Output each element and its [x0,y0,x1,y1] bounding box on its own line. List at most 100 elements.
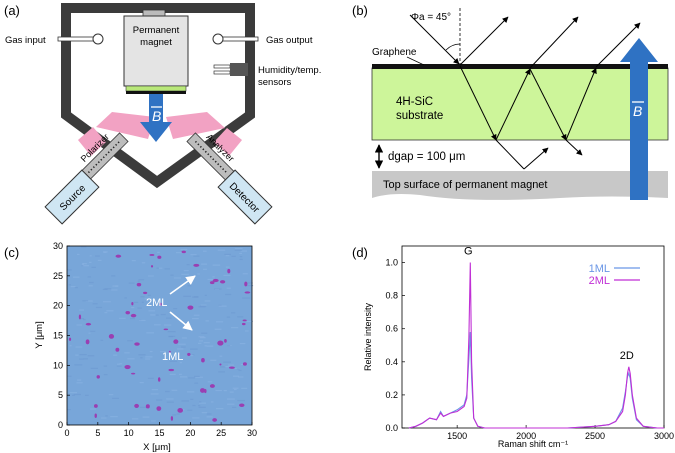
map-texture-mark [197,273,201,275]
sensor-label-2: sensors [258,77,292,88]
map-texture-mark [67,375,72,377]
map-texture-mark [102,288,108,291]
graphene-label: Graphene [372,47,417,58]
x-axis-label-d: Raman shift cm⁻¹ [498,439,568,449]
map-texture-mark [104,312,108,314]
map-texture-mark [67,269,72,271]
map-texture-mark [146,332,155,334]
y-axis-label-c: Y [μm] [34,321,45,348]
map-texture-mark [119,363,123,365]
map-texture-mark [225,293,232,296]
map-texture-mark [231,312,236,314]
map-texture-mark [198,306,206,308]
map-texture-mark [79,358,84,360]
map-texture-mark [214,328,222,330]
map-texture-mark [82,263,87,265]
map-texture-mark [87,355,95,357]
bilayer-spot [204,389,207,394]
x-axis-label-c: X [μm] [143,442,171,453]
map-texture-mark [169,360,178,362]
y-tick-label-c: 10 [53,360,63,370]
map-texture-mark [128,282,135,284]
y-tick-label-d: 0.4 [385,357,398,367]
map-texture-mark [171,389,178,391]
bilayer-spot [136,282,142,287]
map-texture-mark [68,284,71,286]
map-texture-mark [173,308,178,310]
map-texture-mark [133,301,139,304]
map-texture-mark [95,255,100,257]
source-box [44,169,100,225]
map-texture-mark [190,398,194,400]
map-texture-mark [160,313,166,316]
map-texture-mark [224,253,231,256]
map-texture-mark [218,371,225,373]
map-texture-mark [181,346,186,348]
map-texture-mark [72,394,75,396]
map-texture-mark [201,412,208,414]
map-texture-mark [188,354,194,357]
map-texture-mark [76,382,83,384]
map-texture-mark [69,345,72,347]
b-field-arrow-b [620,38,658,200]
map-texture-mark [189,281,192,283]
y-axis-label-d: Relative intensity [363,302,373,371]
bilayer-spot [93,404,98,408]
x-tick-label-d: 2500 [585,431,605,441]
map-texture-mark [141,262,146,264]
substrate-label-1: 4H-SiC [396,96,433,108]
gas-output-valve [212,33,224,45]
map-texture-mark [210,401,214,403]
gas-output-label: Gas output [266,35,313,46]
magnet-label-2: magnet [140,37,172,48]
map-texture-mark [217,249,226,251]
map-texture-mark [226,398,235,400]
panel-a-label: (a) [4,3,20,18]
map-texture-mark [70,285,76,288]
map-texture-mark [149,350,153,353]
map-texture-mark [76,253,80,256]
map-texture-mark [166,401,174,403]
map-texture-mark [204,294,207,296]
map-texture-mark [150,420,156,422]
map-texture-mark [215,408,224,410]
map-texture-mark [75,354,79,356]
bilayer-spot [168,368,175,372]
sensor-label-1: Humidity/temp. [258,65,321,76]
map-texture-mark [226,287,231,289]
gas-input-pipe [57,36,99,42]
bilayer-spot [85,322,92,326]
b-field-arrow [140,94,172,142]
map-texture-mark [198,406,206,408]
map-texture-mark [218,304,222,307]
map-texture-mark [179,376,188,378]
map-texture-mark [119,317,126,319]
map-texture-mark [103,251,107,253]
sample-green [125,85,187,92]
map-texture-mark [79,309,85,311]
map-texture-mark [169,373,176,375]
y-tick-label-c: 0 [58,420,63,430]
map-texture-mark [226,316,231,318]
bilayer-spot [78,314,82,320]
legend-label-2ml: 2ML [589,275,610,287]
map-texture-mark [69,392,78,394]
map-texture-mark [202,268,207,270]
bilayer-spot [115,254,122,258]
map-texture-mark [172,414,177,416]
map-texture-mark [89,255,92,257]
bilayer-spot [150,265,154,268]
bilayer-spot [159,302,162,306]
map-texture-mark [75,346,83,348]
map-texture-mark [116,365,122,367]
map-texture-mark [144,298,153,300]
pointer-arrow-down [169,311,193,331]
magnet-mount [142,9,166,17]
map-texture-mark [137,280,140,282]
map-texture-mark [137,307,142,309]
polarizer-dots [87,140,121,174]
map-texture-mark [183,295,191,297]
gas-input-valve [92,33,104,45]
map-texture-mark [95,306,103,309]
map-texture-mark [105,415,108,417]
